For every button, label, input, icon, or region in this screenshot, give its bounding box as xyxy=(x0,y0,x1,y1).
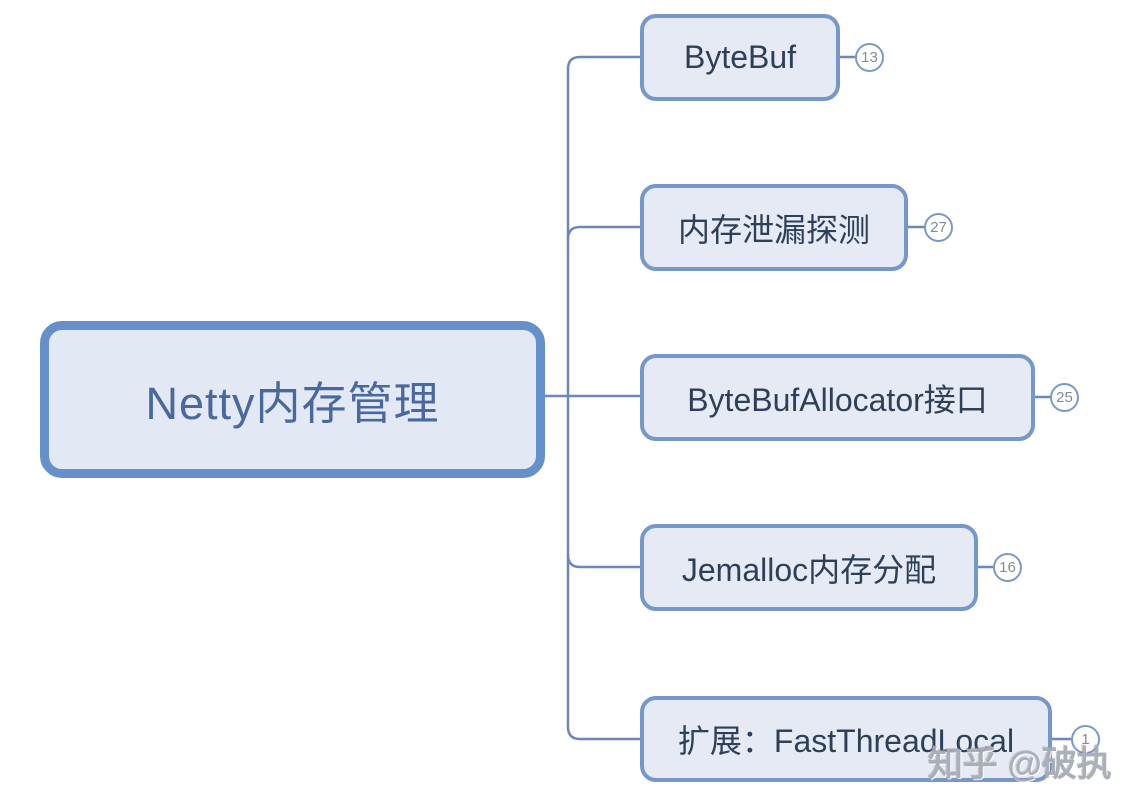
badge-count-child-1[interactable]: 13 xyxy=(855,43,884,72)
badge-count-child-2[interactable]: 27 xyxy=(924,213,953,242)
badge-value: 13 xyxy=(861,49,878,66)
badge-value: 25 xyxy=(1056,389,1073,406)
child-node-fastthreadlocal-extension[interactable]: 扩展：FastThreadLocal xyxy=(640,696,1052,782)
badge-count-child-4[interactable]: 16 xyxy=(993,553,1022,582)
badge-value: 1 xyxy=(1081,731,1090,748)
connector-trunk-child-1-child-5 xyxy=(566,55,642,741)
watermark-text: 知乎 @破执 xyxy=(928,745,1112,784)
badge-value: 27 xyxy=(930,219,947,236)
child-node-bytebuf[interactable]: ByteBuf xyxy=(640,14,840,101)
zhihu-watermark: 知乎 @破执 xyxy=(928,736,1112,787)
child-node-label: 内存泄漏探测 xyxy=(677,211,870,248)
child-node-label: ByteBuf xyxy=(683,39,797,75)
child-node-label: ByteBufAllocator接口 xyxy=(687,381,988,418)
child-node-label: Jemalloc内存分配 xyxy=(681,551,937,588)
child-node-label: 扩展：FastThreadLocal xyxy=(677,723,1015,759)
badge-count-child-5[interactable]: 1 xyxy=(1071,725,1100,754)
badge-count-child-3[interactable]: 25 xyxy=(1050,383,1079,412)
connector-child-2 xyxy=(566,225,642,241)
child-node-jemalloc-allocation[interactable]: Jemalloc内存分配 xyxy=(640,524,978,611)
badge-value: 16 xyxy=(999,559,1016,576)
root-node-netty-memory[interactable]: Netty内存管理 xyxy=(40,321,545,478)
connector-child-4 xyxy=(566,553,642,569)
child-node-memory-leak-detection[interactable]: 内存泄漏探测 xyxy=(640,184,908,271)
child-node-bytebufallocator-interface[interactable]: ByteBufAllocator接口 xyxy=(640,354,1035,441)
root-node-label: Netty内存管理 xyxy=(145,378,440,429)
